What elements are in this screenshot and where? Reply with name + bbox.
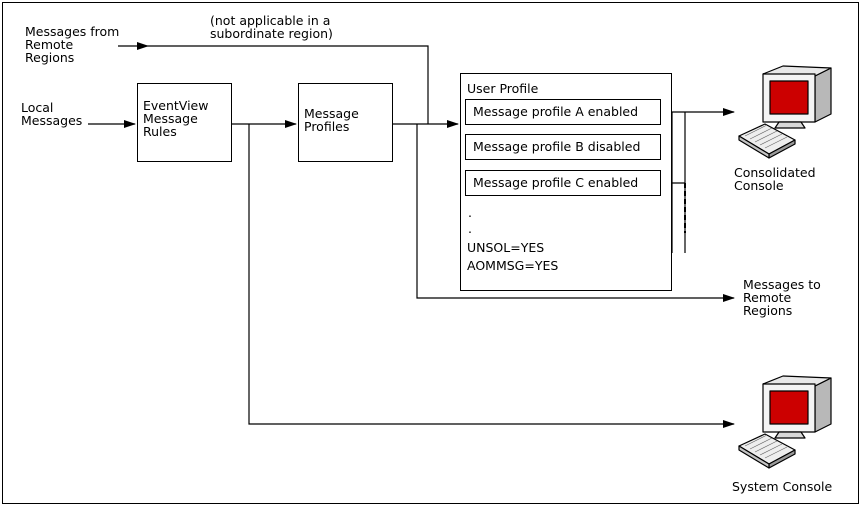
- profile-c-item: Message profile C enabled: [465, 170, 661, 196]
- consolidated-console-label: Consolidated Console: [734, 165, 816, 193]
- user-profile-box: User Profile Message profile A enabled M…: [460, 73, 672, 291]
- eventview-rules-label: EventView Message Rules: [143, 98, 209, 139]
- local-messages-label: Local Messages: [21, 100, 83, 128]
- profile-b-item: Message profile B disabled: [465, 134, 661, 160]
- profile-b-label: Message profile B disabled: [473, 139, 641, 154]
- message-profiles-label: Message Profiles: [304, 106, 359, 134]
- computer-icon: [738, 375, 832, 469]
- user-profile-title: User Profile: [467, 81, 539, 96]
- remote-in-line: [148, 45, 429, 124]
- not-applicable-note: (not applicable in a subordinate region): [210, 13, 333, 41]
- profile-c-label: Message profile C enabled: [473, 175, 639, 190]
- unsol-setting: UNSOL=YES: [467, 240, 545, 255]
- to-system-line: [248, 124, 735, 428]
- profile-a-item: Message profile A enabled: [465, 99, 661, 125]
- profile-a-label: Message profile A enabled: [473, 104, 639, 119]
- ellipsis-dot-2: .: [468, 221, 472, 236]
- aommsg-setting: AOMMSG=YES: [467, 258, 559, 273]
- system-console-label: System Console: [732, 479, 833, 494]
- messages-to-remote-label: Messages to Remote Regions: [743, 277, 821, 318]
- messages-from-remote-label: Messages from Remote Regions: [25, 24, 120, 65]
- eventview-rules-box: EventView Message Rules: [137, 83, 232, 162]
- ellipsis-dot-1: .: [468, 205, 472, 220]
- computer-icon: [738, 65, 832, 159]
- message-profiles-box: Message Profiles: [298, 83, 393, 162]
- to-remote-line: [416, 124, 735, 302]
